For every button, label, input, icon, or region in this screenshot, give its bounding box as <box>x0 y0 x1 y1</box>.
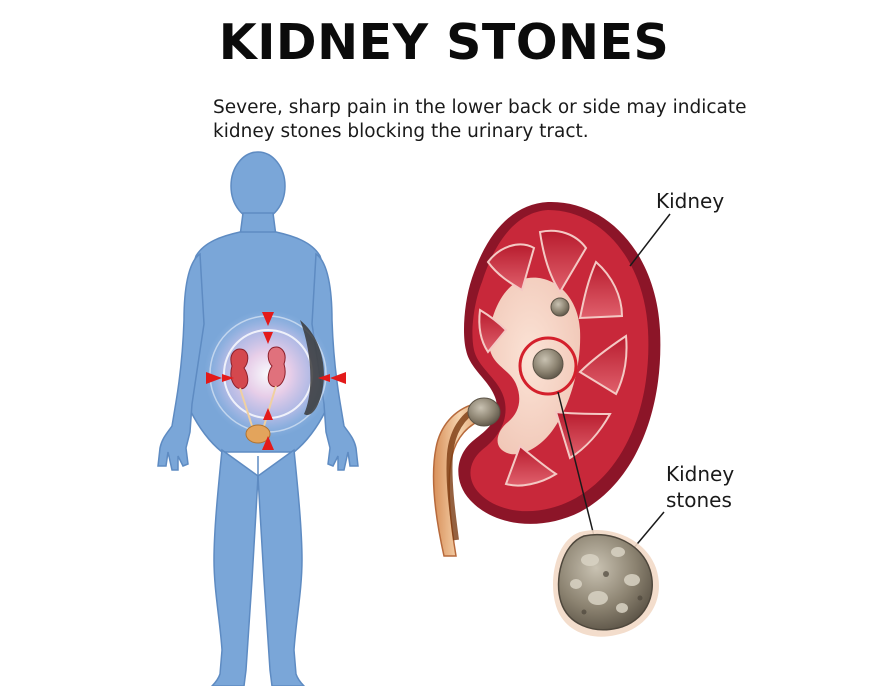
pain-arrow-markers <box>206 312 346 450</box>
arrow-bottom-outer <box>262 436 274 450</box>
stone-upper <box>550 297 570 317</box>
arrow-top-outer <box>262 312 274 326</box>
label-kidney: Kidney <box>656 189 725 213</box>
arrow-right-inner <box>318 374 330 382</box>
label-kidney-stones: Kidney stones <box>666 461 734 513</box>
arrow-bottom-inner <box>263 408 273 420</box>
kidney-cross-section <box>432 201 661 557</box>
ureter <box>432 403 488 557</box>
label-kidney-stones-line-2: stones <box>666 488 732 512</box>
small-stones <box>467 297 570 427</box>
arrow-left-outer <box>206 372 222 384</box>
page-title: KIDNEY STONES <box>218 14 670 71</box>
enlarged-kidney-stone <box>553 529 659 637</box>
arrow-right-outer <box>330 372 346 384</box>
label-kidney-stones-line-1: Kidney <box>666 462 735 486</box>
kidney-pointer-line <box>629 213 671 267</box>
stone-ureter <box>467 397 501 427</box>
highlighted-stone <box>532 348 564 380</box>
description: Severe, sharp pain in the lower back or … <box>213 96 747 144</box>
highlight-ring <box>518 336 578 396</box>
arrow-left-inner <box>222 374 234 382</box>
mini-urinary-tract <box>230 346 286 444</box>
description-line-1: Severe, sharp pain in the lower back or … <box>213 97 747 118</box>
zoom-pointer-line <box>557 391 599 553</box>
arrow-top-inner <box>263 332 273 344</box>
description-line-2: kidney stones blocking the urinary tract… <box>213 121 589 142</box>
